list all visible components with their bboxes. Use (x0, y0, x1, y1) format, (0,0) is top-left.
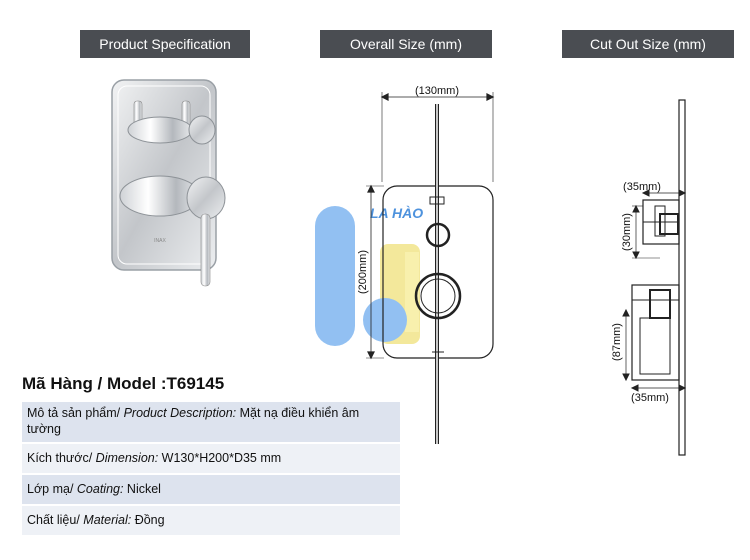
cutout-mid-height-label: (30mm) (621, 213, 633, 251)
cut-out-size-header: Cut Out Size (mm) (562, 30, 734, 58)
watermark-text: LA HÀO (370, 205, 423, 221)
spec-row-description: Mô tả sản phẩm/ Product Description: Mặt… (22, 402, 400, 444)
spec-table: Mô tả sản phẩm/ Product Description: Mặt… (22, 402, 400, 537)
spec-value: Mặt nạ điều khiển âm tường (27, 406, 360, 436)
overall-size-header: Overall Size (mm) (320, 30, 492, 58)
model-title: Mã Hàng / Model :T69145 (22, 374, 225, 393)
spec-label: Lớp mạ/ (27, 482, 77, 496)
spec-label-en: Material: (83, 513, 132, 527)
spec-value: Đồng (131, 513, 165, 527)
cutout-lower-height-label: (87mm) (611, 323, 623, 361)
spec-label: Mô tả sản phẩm/ (27, 406, 124, 420)
spec-row-coating: Lớp mạ/ Coating: Nickel (22, 475, 400, 506)
spec-value: W130*H200*D35 mm (158, 451, 282, 465)
cutout-bottom-depth-label: (35mm) (631, 392, 669, 404)
product-photo: INAX (111, 79, 226, 287)
cut-out-drawing (622, 99, 687, 456)
cutout-top-depth-label: (35mm) (623, 181, 661, 193)
overall-height-label: (200mm) (357, 250, 369, 294)
spec-label: Chất liệu/ (27, 513, 84, 527)
overall-width-label: (130mm) (415, 85, 459, 97)
spec-value: Nickel (123, 482, 161, 496)
spec-label: Kích thước/ (27, 451, 96, 465)
spec-label-en: Dimension: (95, 451, 159, 465)
overall-size-drawing (366, 92, 495, 444)
product-spec-header: Product Specification (80, 30, 250, 58)
brand-mark: INAX (154, 238, 166, 244)
spec-label-en: Product Description: (123, 406, 237, 420)
spec-row-dimension: Kích thước/ Dimension: W130*H200*D35 mm (22, 444, 400, 475)
spec-label-en: Coating: (76, 482, 124, 496)
spec-row-material: Chất liệu/ Material: Đồng (22, 506, 400, 537)
watermark-logo: LA HÀO (315, 205, 423, 346)
